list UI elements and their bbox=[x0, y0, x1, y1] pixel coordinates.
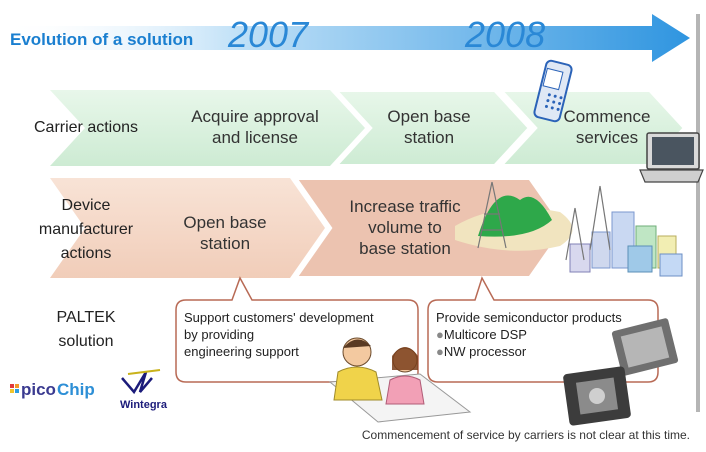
picochip-logo: pico Chip bbox=[10, 380, 95, 399]
mobile-phone-icon bbox=[533, 59, 573, 123]
bubble-right-text: Provide semiconductor products ●Multicor… bbox=[436, 310, 622, 359]
bubble-item-nw-processor: NW processor bbox=[443, 344, 527, 359]
city-buildings-illustration bbox=[565, 185, 683, 277]
footnote: Commencement of service by carriers is n… bbox=[361, 428, 690, 442]
year-2008-label: 2008 bbox=[465, 14, 546, 55]
svg-text:Chip: Chip bbox=[57, 380, 95, 399]
bubble-item-multicore-dsp: Multicore DSP bbox=[443, 327, 527, 342]
svg-text:Wintegra: Wintegra bbox=[120, 399, 168, 411]
timeline-arrow bbox=[0, 14, 690, 62]
chip-nw-processor-image bbox=[563, 366, 631, 426]
chip-multicore-image bbox=[611, 318, 679, 376]
svg-text:pico: pico bbox=[21, 380, 56, 399]
year-2007-label: 2007 bbox=[228, 14, 309, 55]
device-step-1 bbox=[50, 178, 325, 278]
row-label-carrier: Carrier actions bbox=[33, 119, 139, 136]
bubble-right bbox=[427, 276, 659, 383]
wintegra-logo: Wintegra bbox=[120, 369, 168, 411]
diagram-title: Evolution of a solution bbox=[10, 30, 194, 49]
right-border-bar bbox=[696, 14, 700, 412]
carrier-step-2 bbox=[330, 88, 533, 168]
carrier-step-1 bbox=[150, 90, 365, 166]
laptop-icon bbox=[639, 132, 704, 183]
carrier-band bbox=[50, 90, 195, 166]
people-illustration bbox=[328, 337, 472, 423]
hill-island-illustration bbox=[455, 181, 573, 251]
